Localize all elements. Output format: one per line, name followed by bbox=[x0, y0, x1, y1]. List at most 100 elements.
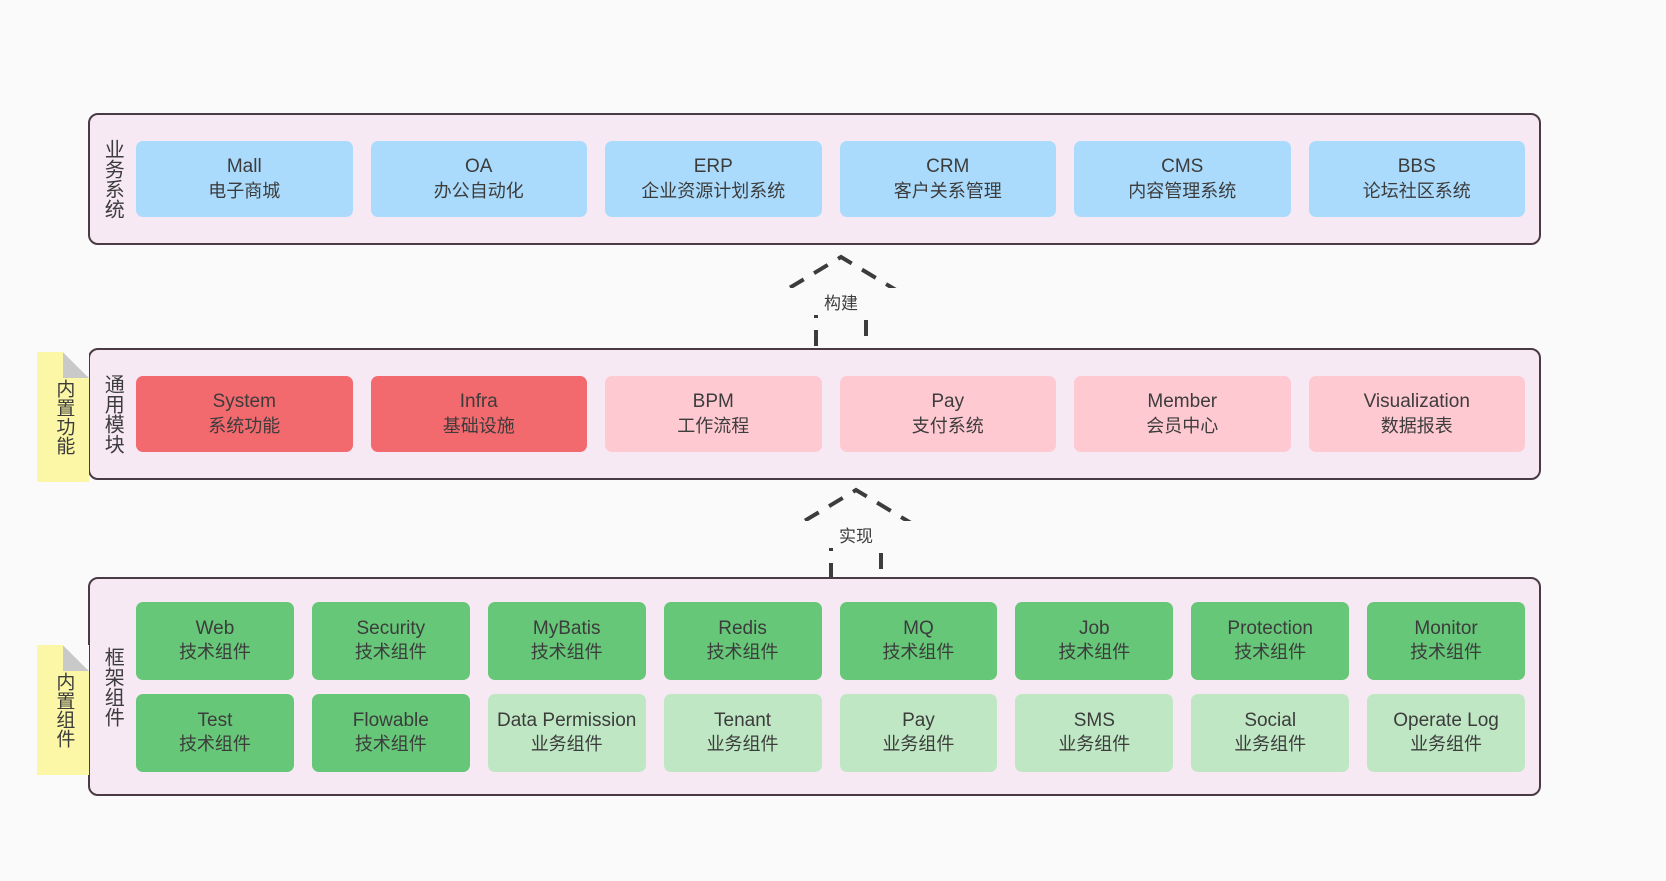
component-card-mq[interactable]: MQ 技术组件 bbox=[839, 601, 998, 680]
component-card-redis[interactable]: Redis 技术组件 bbox=[663, 601, 822, 680]
card-subtitle: 技术组件 bbox=[178, 734, 251, 755]
component-card-tenant[interactable]: Tenant 业务组件 bbox=[663, 693, 822, 772]
card-title: Web bbox=[195, 617, 235, 639]
card-subtitle: 内容管理系统 bbox=[1128, 180, 1237, 201]
arrow-implement: 实现 bbox=[771, 485, 941, 590]
card-title: System bbox=[212, 391, 276, 413]
card-title: Operate Log bbox=[1393, 709, 1499, 731]
card-subtitle: 业务组件 bbox=[1410, 734, 1483, 755]
card-title: Flowable bbox=[352, 709, 429, 731]
arrow-implement-label: 实现 bbox=[771, 521, 941, 548]
layer-common-modules: 通用模块 System 系统功能 Infra 基础设施 BPM 工作流程 Pay… bbox=[88, 348, 1541, 480]
layer-framework-components: 框架组件 Web 技术组件 Security 技术组件 MyBatis 技术组件… bbox=[88, 577, 1541, 796]
card-subtitle: 技术组件 bbox=[882, 642, 955, 663]
framework-tech-row: Web 技术组件 Security 技术组件 MyBatis 技术组件 Redi… bbox=[136, 601, 1525, 680]
card-subtitle: 支付系统 bbox=[911, 415, 984, 436]
layer-common-modules-title: 通用模块 bbox=[101, 374, 124, 454]
card-title: MQ bbox=[903, 617, 934, 639]
business-card-bbs[interactable]: BBS 论坛社区系统 bbox=[1308, 141, 1525, 217]
business-card-crm[interactable]: CRM 客户关系管理 bbox=[839, 141, 1056, 217]
component-card-web[interactable]: Web 技术组件 bbox=[136, 601, 294, 680]
sticky-note-label: 内置功能 bbox=[53, 379, 75, 455]
card-title: BPM bbox=[692, 391, 734, 413]
business-card-mall[interactable]: Mall 电子商城 bbox=[136, 141, 353, 217]
card-subtitle: 基础设施 bbox=[442, 415, 515, 436]
module-card-bpm[interactable]: BPM 工作流程 bbox=[605, 376, 822, 452]
card-subtitle: 会员中心 bbox=[1146, 415, 1219, 436]
card-subtitle: 业务组件 bbox=[530, 734, 603, 755]
module-card-infra[interactable]: Infra 基础设施 bbox=[370, 376, 587, 452]
card-title: Pay bbox=[902, 709, 935, 731]
card-subtitle: 技术组件 bbox=[530, 642, 603, 663]
card-subtitle: 客户关系管理 bbox=[893, 180, 1002, 201]
card-title: BBS bbox=[1397, 156, 1436, 178]
component-card-data-permission[interactable]: Data Permission 业务组件 bbox=[487, 693, 646, 772]
card-title: Infra bbox=[459, 391, 498, 413]
sticky-note-builtin-component: 内置组件 bbox=[37, 645, 89, 775]
card-subtitle: 业务组件 bbox=[1234, 734, 1307, 755]
card-subtitle: 工作流程 bbox=[677, 415, 750, 436]
card-subtitle: 技术组件 bbox=[1234, 642, 1307, 663]
card-title: Security bbox=[356, 617, 426, 639]
sticky-note-label: 内置组件 bbox=[53, 672, 75, 748]
card-title: Social bbox=[1244, 709, 1297, 731]
component-card-mybatis[interactable]: MyBatis 技术组件 bbox=[487, 601, 646, 680]
card-subtitle: 业务组件 bbox=[706, 734, 779, 755]
module-card-system[interactable]: System 系统功能 bbox=[136, 376, 353, 452]
card-title: Redis bbox=[718, 617, 767, 639]
component-card-operate-log[interactable]: Operate Log 业务组件 bbox=[1367, 693, 1525, 772]
card-subtitle: 业务组件 bbox=[882, 734, 955, 755]
component-card-social[interactable]: Social 业务组件 bbox=[1191, 693, 1350, 772]
card-title: SMS bbox=[1073, 709, 1115, 731]
business-card-erp[interactable]: ERP 企业资源计划系统 bbox=[605, 141, 822, 217]
card-subtitle: 数据报表 bbox=[1380, 415, 1453, 436]
card-subtitle: 技术组件 bbox=[1058, 642, 1131, 663]
layer-common-modules-body: System 系统功能 Infra 基础设施 BPM 工作流程 Pay 支付系统… bbox=[134, 350, 1539, 478]
component-card-pay[interactable]: Pay 业务组件 bbox=[839, 693, 998, 772]
card-subtitle: 电子商城 bbox=[208, 180, 281, 201]
layer-framework-components-body: Web 技术组件 Security 技术组件 MyBatis 技术组件 Redi… bbox=[134, 579, 1539, 794]
sticky-note-builtin-function: 内置功能 bbox=[37, 352, 89, 482]
card-subtitle: 系统功能 bbox=[208, 415, 281, 436]
arrow-build-label: 构建 bbox=[756, 288, 926, 315]
card-title: Pay bbox=[931, 391, 965, 413]
layer-business-systems: 业务系统 Mall 电子商城 OA 办公自动化 ERP 企业资源计划系统 CRM… bbox=[88, 113, 1541, 245]
business-card-oa[interactable]: OA 办公自动化 bbox=[370, 141, 587, 217]
card-subtitle: 技术组件 bbox=[706, 642, 779, 663]
arrow-build: 构建 bbox=[756, 252, 926, 357]
module-card-pay[interactable]: Pay 支付系统 bbox=[839, 376, 1056, 452]
component-card-sms[interactable]: SMS 业务组件 bbox=[1015, 693, 1174, 772]
card-title: OA bbox=[465, 156, 493, 178]
component-card-protection[interactable]: Protection 技术组件 bbox=[1191, 601, 1350, 680]
component-card-test[interactable]: Test 技术组件 bbox=[136, 693, 294, 772]
card-title: ERP bbox=[693, 156, 733, 178]
card-title: CMS bbox=[1161, 156, 1204, 178]
layer-business-systems-title: 业务系统 bbox=[101, 139, 124, 219]
card-subtitle: 业务组件 bbox=[1058, 734, 1131, 755]
component-card-security[interactable]: Security 技术组件 bbox=[311, 601, 470, 680]
business-systems-row: Mall 电子商城 OA 办公自动化 ERP 企业资源计划系统 CRM 客户关系… bbox=[136, 141, 1525, 217]
card-title: Protection bbox=[1227, 617, 1313, 639]
component-card-monitor[interactable]: Monitor 技术组件 bbox=[1367, 601, 1525, 680]
card-title: Data Permission bbox=[496, 709, 637, 731]
common-modules-row: System 系统功能 Infra 基础设施 BPM 工作流程 Pay 支付系统… bbox=[136, 376, 1525, 452]
card-subtitle: 技术组件 bbox=[354, 734, 427, 755]
component-card-flowable[interactable]: Flowable 技术组件 bbox=[311, 693, 470, 772]
card-subtitle: 企业资源计划系统 bbox=[641, 180, 786, 201]
card-title: Monitor bbox=[1414, 617, 1478, 639]
card-subtitle: 技术组件 bbox=[354, 642, 427, 663]
card-title: Member bbox=[1147, 391, 1218, 413]
layer-business-systems-body: Mall 电子商城 OA 办公自动化 ERP 企业资源计划系统 CRM 客户关系… bbox=[134, 115, 1539, 243]
card-title: Mall bbox=[226, 156, 262, 178]
module-card-visualization[interactable]: Visualization 数据报表 bbox=[1308, 376, 1525, 452]
business-card-cms[interactable]: CMS 内容管理系统 bbox=[1074, 141, 1291, 217]
card-title: Test bbox=[197, 709, 233, 731]
card-subtitle: 论坛社区系统 bbox=[1362, 180, 1471, 201]
layer-framework-components-title: 框架组件 bbox=[101, 646, 124, 727]
card-title: Visualization bbox=[1363, 391, 1470, 413]
card-title: Tenant bbox=[714, 709, 772, 731]
component-card-job[interactable]: Job 技术组件 bbox=[1015, 601, 1174, 680]
module-card-member[interactable]: Member 会员中心 bbox=[1074, 376, 1291, 452]
card-subtitle: 技术组件 bbox=[178, 642, 251, 663]
card-title: Job bbox=[1078, 617, 1110, 639]
